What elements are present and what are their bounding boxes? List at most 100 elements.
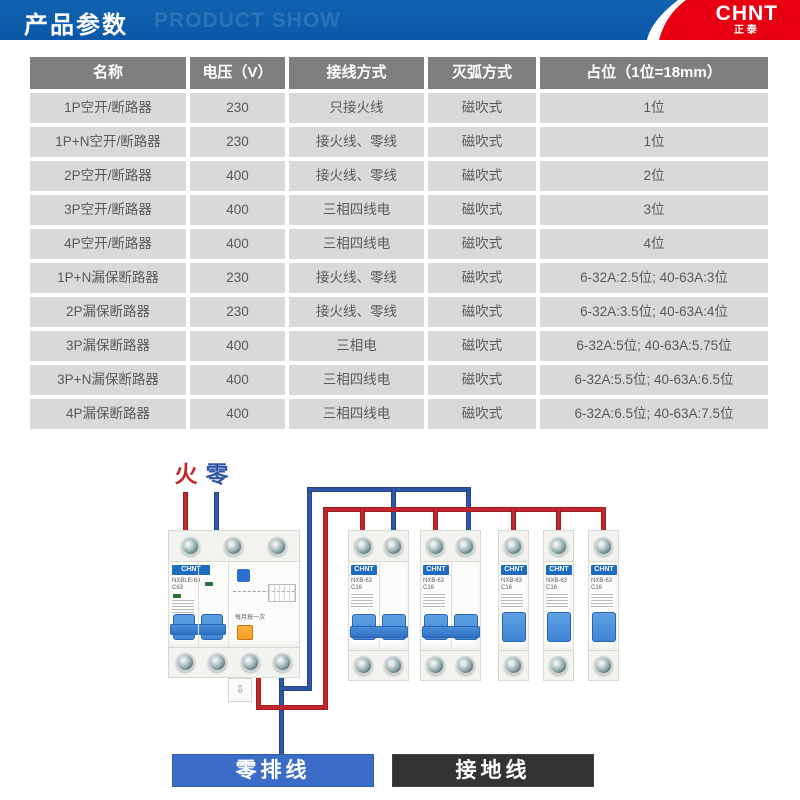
wiring-schematic-icon	[268, 584, 296, 602]
live-drop-wire-3	[511, 507, 516, 538]
neutral-branch-wire	[279, 686, 312, 691]
breaker-handle-bar	[350, 626, 408, 638]
live-bus-wire	[323, 507, 606, 512]
breaker-model: NXB-63	[423, 578, 445, 584]
table-header-cell: 名称	[30, 57, 186, 89]
breaker-brand: CHNT	[351, 565, 377, 575]
terminal-screw	[504, 656, 523, 675]
main-breaker-face: CHNT NXBLE-63 C63 每月按一次	[168, 562, 300, 647]
table-cell: 三相四线电	[289, 399, 424, 429]
table-cell: 接火线、零线	[289, 297, 424, 327]
breaker-brand: CHNT	[501, 565, 527, 575]
terminal-screw	[383, 536, 403, 556]
breaker-brand: CHNT	[423, 565, 449, 575]
table-cell: 400	[190, 229, 285, 259]
table-cell: 三相四线电	[289, 365, 424, 395]
table-cell: 接火线、零线	[289, 127, 424, 157]
page-subtitle: PRODUCT SHOW	[154, 9, 341, 32]
table-cell: 230	[190, 297, 285, 327]
table-cell: 400	[190, 331, 285, 361]
spec-fine-print	[546, 594, 568, 608]
breaker-brand: CHNT	[591, 565, 617, 575]
table-cell: 6-32A:3.5位; 40-63A:4位	[540, 297, 768, 327]
main-breaker-rating: C63	[172, 585, 184, 591]
table-cell: 磁吹式	[428, 195, 536, 225]
spec-fine-print	[501, 594, 523, 608]
table-cell: 磁吹式	[428, 127, 536, 157]
terminal-screw	[208, 653, 228, 672]
live-branch-wire	[256, 705, 328, 710]
table-cell: 3位	[540, 195, 768, 225]
breaker-rating: C16	[546, 585, 558, 591]
table-cell: 400	[190, 195, 285, 225]
chint-logo-text: CHNT	[715, 2, 778, 25]
spec-fine-print	[351, 594, 373, 608]
banner-red-swoosh	[647, 0, 800, 40]
branch-breaker-1p: CHNT NXB-63 C16	[543, 530, 574, 681]
breaker-rating: C16	[591, 585, 603, 591]
table-cell: 1P空开/断路器	[30, 93, 186, 123]
main-breaker-model: NXBLE-63	[172, 578, 201, 584]
table-header-cell: 电压（V）	[190, 57, 285, 89]
table-cell: 4P空开/断路器	[30, 229, 186, 259]
chint-logo: CHNT 正泰	[716, 3, 778, 36]
table-cell: 6-32A:5.5位; 40-63A:6.5位	[540, 365, 768, 395]
table-cell: 磁吹式	[428, 263, 536, 293]
breaker-rating: C16	[501, 585, 513, 591]
table-cell: 1P+N漏保断路器	[30, 263, 186, 293]
chint-logo-chinese: 正泰	[733, 25, 760, 36]
pole-divider	[228, 562, 229, 647]
main-breaker: CHNT NXBLE-63 C63 每月按一次 ⇩	[168, 530, 300, 702]
table-cell: 三相四线电	[289, 229, 424, 259]
reset-button	[237, 569, 250, 582]
neutral-riser-wire	[307, 487, 312, 691]
terminal-screw	[354, 656, 374, 675]
breaker-rating: C16	[351, 585, 363, 591]
terminal-screw	[224, 536, 244, 556]
neutral-bus-bar: 零排线	[172, 754, 374, 787]
table-cell: 接火线、零线	[289, 263, 424, 293]
breaker-brand: CHNT	[546, 565, 572, 575]
table-cell: 2P漏保断路器	[30, 297, 186, 327]
branch-breaker-1p: CHNT NXB-63 C16	[588, 530, 619, 681]
table-cell: 三相四线电	[289, 195, 424, 225]
mount-tag-icon: ⇩	[228, 678, 252, 702]
table-cell: 磁吹式	[428, 297, 536, 327]
table-cell: 4P漏保断路器	[30, 399, 186, 429]
breaker-model: NXB-63	[591, 578, 613, 584]
branch-breaker-2p: CHNT NXB-63 C16	[420, 530, 481, 681]
table-cell: 400	[190, 365, 285, 395]
table-cell: 6-32A:6.5位; 40-63A:7.5位	[540, 399, 768, 429]
terminal-screw	[240, 653, 260, 672]
table-cell: 磁吹式	[428, 229, 536, 259]
table-cell: 磁吹式	[428, 331, 536, 361]
table-cell: 只接火线	[289, 93, 424, 123]
live-output-wire	[256, 656, 261, 710]
table-header-cell: 灭弧方式	[428, 57, 536, 89]
neutral-input-wire	[214, 492, 219, 536]
breaker-model: NXB-63	[501, 578, 523, 584]
table-cell: 400	[190, 161, 285, 191]
table-cell: 2位	[540, 161, 768, 191]
ground-bus-bar: 接地线	[392, 754, 594, 787]
live-drop-wire-4	[556, 507, 561, 538]
breaker-model: NXB-63	[546, 578, 568, 584]
terminal-screw	[267, 536, 287, 556]
breaker-handle-bar	[422, 626, 480, 638]
terminal-screw	[426, 536, 446, 556]
table-cell: 230	[190, 263, 285, 293]
terminal-screw	[594, 536, 613, 556]
breaker-handle	[547, 612, 571, 642]
table-cell: 磁吹式	[428, 161, 536, 191]
table-cell: 3P+N漏保断路器	[30, 365, 186, 395]
terminal-screw	[455, 536, 475, 556]
table-cell: 4位	[540, 229, 768, 259]
spec-fine-print	[423, 594, 445, 608]
table-cell: 磁吹式	[428, 365, 536, 395]
